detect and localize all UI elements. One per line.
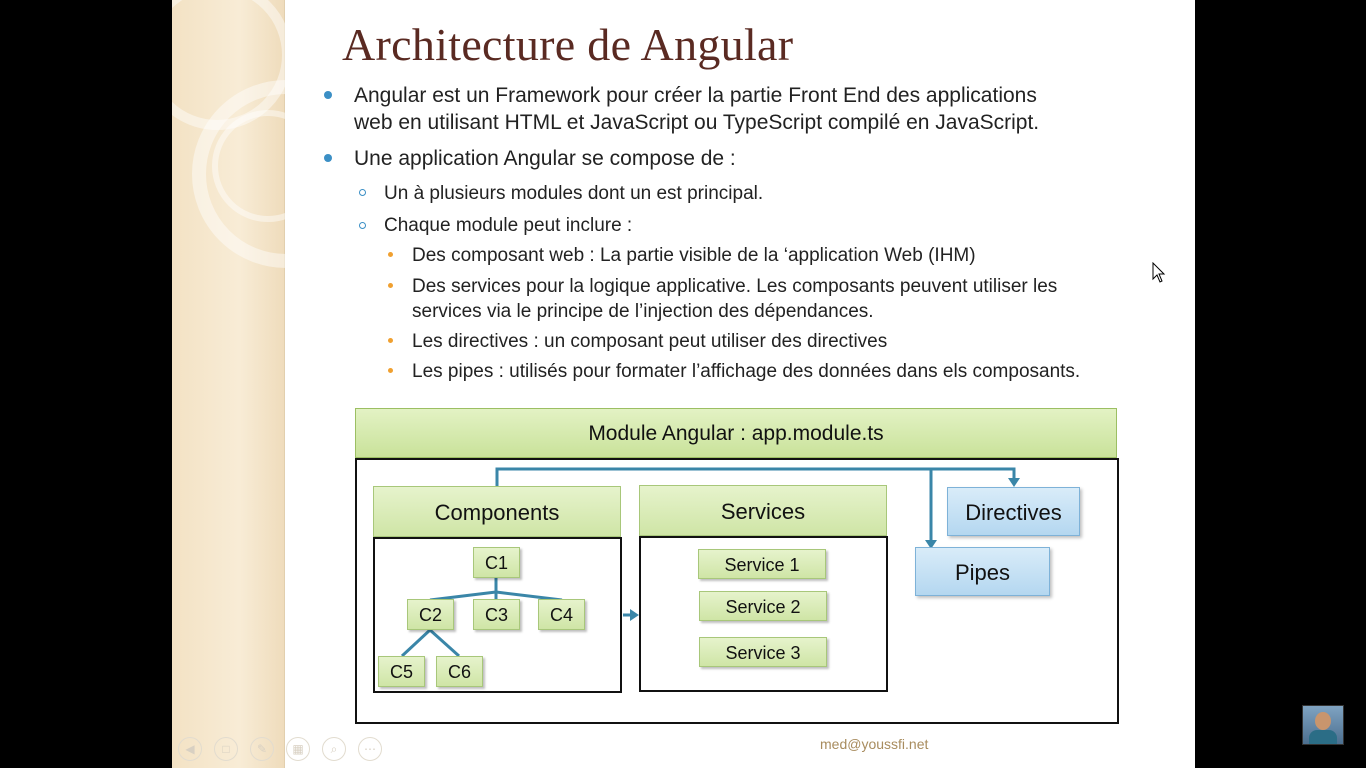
component-node-c3: C3 (473, 599, 520, 630)
grid-icon[interactable]: ▦ (286, 737, 310, 761)
bullet-line: Chaque module peut inclure : (384, 215, 633, 236)
presenter-body (1309, 730, 1337, 744)
bullet-line: Une application Angular se compose de : (354, 147, 736, 170)
module-header: Module Angular : app.module.ts (355, 408, 1117, 458)
bullet-item: Angular est un Framework pour créer la p… (354, 82, 1039, 136)
bullet-item: Une application Angular se compose de : (354, 145, 736, 172)
bullet-marker (324, 154, 332, 162)
architecture-diagram: Module Angular : app.module.ts Component… (172, 0, 1195, 768)
component-node-c4: C4 (538, 599, 585, 630)
diagram-connectors (400, 467, 1020, 658)
back-arrow-icon[interactable]: ◀ (178, 737, 202, 761)
bullet-line: Angular est un Framework pour créer la p… (354, 84, 1037, 107)
arrowhead-services (630, 609, 639, 621)
sub-sub-bullet-item: Des composant web : La partie visible de… (412, 243, 976, 268)
bullet-line: web en utilisant HTML et JavaScript ou T… (354, 111, 1040, 134)
bullet-line: Un à plusieurs modules dont un est princ… (384, 183, 764, 204)
bullet-line: Les pipes : utilisés pour formater l’aff… (412, 361, 1081, 382)
tree-connector (428, 628, 461, 658)
component-node-c5: C5 (378, 656, 425, 687)
slide-title: Architecture de Angular (342, 19, 794, 70)
sub-bullet-item: Chaque module peut inclure : (384, 213, 632, 238)
footer-email: med@youssfi.net (820, 736, 929, 752)
bullet-line: Des services pour la logique applicative… (412, 276, 1058, 297)
tree-connector (495, 590, 563, 602)
slide-icon[interactable]: □ (214, 737, 238, 761)
sub-sub-bullet-item: Des services pour la logique applicative… (412, 274, 1057, 324)
sub-sub-bullet-marker (388, 338, 393, 343)
components-header: Components (373, 486, 621, 537)
pen-icon[interactable]: ✎ (250, 737, 274, 761)
presenter-webcam (1302, 705, 1344, 745)
component-node-c2: C2 (407, 599, 454, 630)
tree-connector (400, 628, 432, 658)
mouse-pointer-icon (1152, 262, 1166, 283)
bullet-line: Les directives : un composant peut utili… (412, 331, 888, 352)
zoom-icon[interactable]: ⌕ (322, 737, 346, 761)
arrowhead-directives (1008, 478, 1020, 487)
sub-sub-bullet-item: Les directives : un composant peut utili… (412, 329, 887, 354)
sub-bullet-marker (359, 222, 366, 229)
services-header: Services (639, 485, 887, 536)
slide: Architecture de Angular Angular est un F… (172, 0, 1195, 768)
component-node-c6: C6 (436, 656, 483, 687)
sub-sub-bullet-marker (388, 252, 393, 257)
more-icon[interactable]: ⋯ (358, 737, 382, 761)
service-item-3: Service 3 (699, 637, 827, 667)
bullet-marker (324, 91, 332, 99)
presenter-head (1315, 712, 1331, 730)
decorative-ring-3 (212, 110, 324, 222)
decorative-side-panel (172, 0, 380, 768)
component-node-c1: C1 (473, 547, 520, 578)
directives-box: Directives (947, 487, 1080, 536)
sub-bullet-marker (359, 189, 366, 196)
service-item-2: Service 2 (699, 591, 827, 621)
bullet-line: services via le principe de l’injection … (412, 301, 874, 322)
service-item-1: Service 1 (698, 549, 826, 579)
bullet-line: Des composant web : La partie visible de… (412, 245, 976, 266)
tree-connector (429, 590, 497, 602)
connector-to-directives (495, 467, 1016, 486)
sub-bullet-item: Un à plusieurs modules dont un est princ… (384, 181, 763, 206)
sub-sub-bullet-marker (388, 368, 393, 373)
arrowhead-pipes (925, 540, 937, 549)
bullet-list: Angular est un Framework pour créer la p… (172, 0, 1195, 400)
sub-sub-bullet-marker (388, 283, 393, 288)
pipes-box: Pipes (915, 547, 1050, 596)
sub-sub-bullet-item: Les pipes : utilisés pour formater l’aff… (412, 359, 1080, 384)
